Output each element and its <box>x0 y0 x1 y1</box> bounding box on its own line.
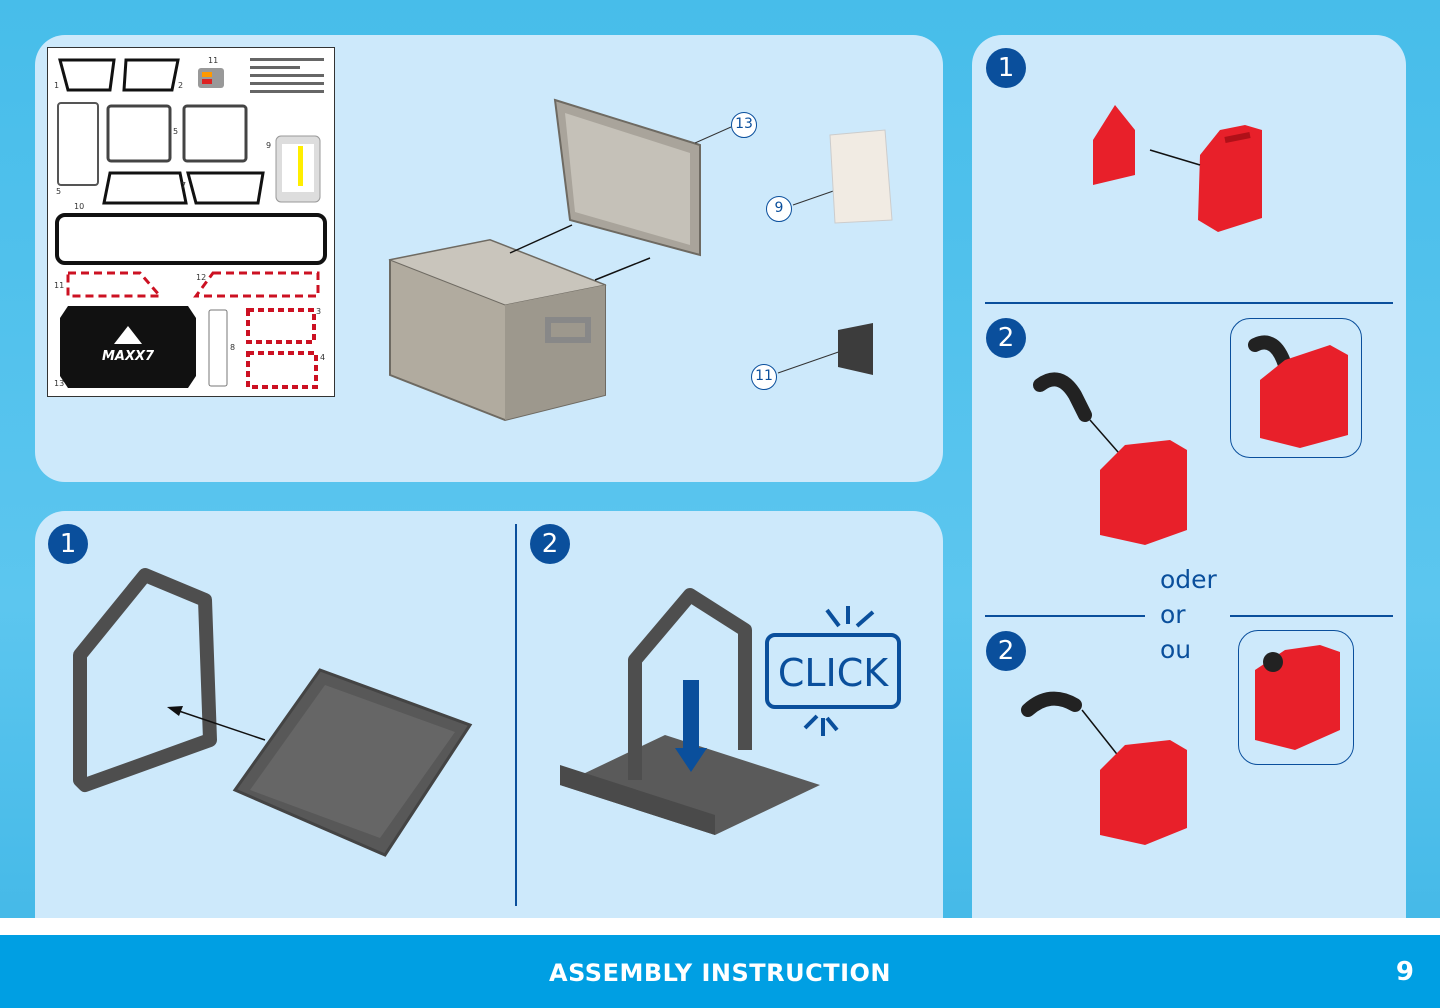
svg-text:12: 12 <box>196 273 206 282</box>
svg-text:4: 4 <box>320 353 325 362</box>
svg-text:13: 13 <box>54 379 64 388</box>
step-panel-canister <box>972 35 1406 931</box>
callout-9: 9 <box>766 196 792 222</box>
svg-text:5: 5 <box>173 127 178 136</box>
canister-spout-illustration <box>1033 335 1348 545</box>
svg-text:10: 10 <box>74 202 84 211</box>
alt-text-de: oder <box>1160 565 1217 594</box>
canister-cap-alt-illustration <box>1021 645 1340 845</box>
step-badge-1: 1 <box>986 48 1026 88</box>
svg-text:9: 9 <box>266 141 271 150</box>
svg-text:3: 3 <box>316 307 321 316</box>
result-inset <box>1230 318 1362 458</box>
callout-13: 13 <box>731 112 757 138</box>
alt-text-fr: ou <box>1160 635 1192 664</box>
page-number: 9 <box>1395 957 1414 987</box>
canister-cap-illustration <box>1093 105 1262 232</box>
leader-lines <box>694 126 893 375</box>
alt-text-en: or <box>1160 600 1186 629</box>
svg-text:2: 2 <box>178 81 183 90</box>
divider <box>1230 615 1393 617</box>
step-badge-2: 2 <box>986 318 1026 358</box>
step-badge-2: 2 <box>530 524 570 564</box>
svg-text:11: 11 <box>54 281 64 290</box>
frame-tray-illustration <box>73 568 473 857</box>
svg-text:8: 8 <box>230 343 235 352</box>
svg-text:MAXX7: MAXX7 <box>102 349 155 364</box>
step-panel-frame <box>35 511 943 931</box>
footer-separator <box>0 918 1440 935</box>
callout-11: 11 <box>751 364 777 390</box>
clipboard-part <box>829 129 893 224</box>
step-badge-1: 1 <box>48 524 88 564</box>
svg-text:11: 11 <box>208 56 218 65</box>
svg-text:1: 1 <box>54 81 59 90</box>
step-badge-2-alt: 2 <box>986 631 1026 671</box>
click-label: CLICK <box>778 651 889 695</box>
toolbox-illustration <box>388 98 701 422</box>
clip-part <box>838 323 873 375</box>
divider <box>985 302 1393 304</box>
svg-text:7: 7 <box>181 181 186 190</box>
divider <box>515 524 517 906</box>
divider <box>985 615 1145 617</box>
footer-title: ASSEMBLY INSTRUCTION <box>549 959 891 987</box>
frame-click-illustration: CLICK <box>560 588 901 835</box>
footer-bar: ASSEMBLY INSTRUCTION 9 <box>0 935 1440 1008</box>
result-inset <box>1238 630 1354 765</box>
svg-text:5: 5 <box>56 187 61 196</box>
